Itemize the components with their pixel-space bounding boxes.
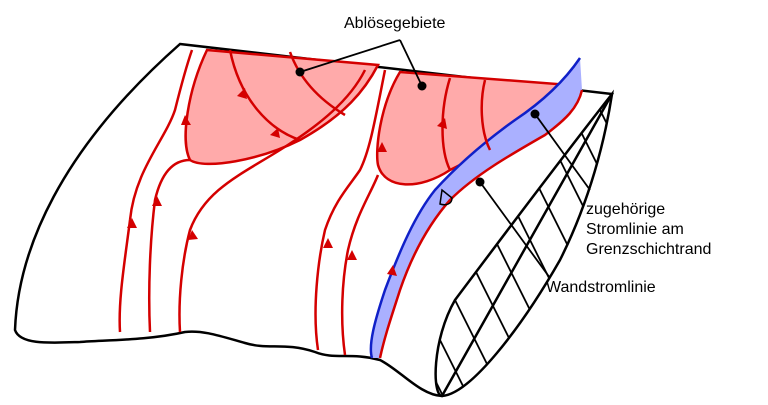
wall-streamline-4 [314,69,387,351]
leader-separation-left [299,39,401,73]
arrow-9 [377,142,387,152]
leader-dots [295,67,540,187]
angle-marker [439,188,453,206]
boundary-layer-band [370,58,582,358]
arrow-7 [323,238,333,248]
wall-streamline-1 [118,49,194,333]
dot-separation-right [417,81,427,91]
arrow-11 [387,265,397,276]
streamline-arrows [127,88,447,276]
arrow-3 [188,230,198,240]
wall-streamline-sep-left-2 [288,51,346,117]
leader-separation-right [399,39,423,87]
wall-streamlines [118,49,584,359]
wing-cross-section-outline [434,89,614,398]
label-separation-regions: Ablösegebiete [344,15,446,32]
boundary-layer-streamline [369,57,582,359]
arrow-1 [127,218,137,228]
wall-streamline-5 [340,174,380,356]
wall-streamline-3 [178,69,367,333]
dot-wall-streamline [475,177,485,187]
arrow-4 [181,115,191,125]
leader-boundary-streamline [534,113,591,191]
wall-streamline-sep-left-1 [228,49,301,142]
label-boundary-streamline-1: zugehörige [586,201,665,218]
wall-streamline-main [378,89,584,359]
wall-streamline-2 [147,158,191,333]
dot-boundary-streamline [530,109,540,119]
arrow-5 [237,88,247,99]
leader-wall-streamline [479,181,551,279]
arrow-8 [347,250,357,260]
label-boundary-streamline-3: Grenzschichtrand [586,241,711,258]
label-boundary-streamline-2: Stromlinie am [586,221,684,238]
wall-streamline-sep-right-2 [480,79,492,151]
arrow-10 [437,118,447,129]
arrow-6 [270,128,280,138]
leader-lines [299,39,591,279]
wall-streamline-sep-right-1 [441,77,452,171]
dot-separation-left [295,67,305,77]
label-wall-streamline: Wandstromlinie [546,279,656,296]
arrow-2 [152,196,162,206]
separation-region-left [184,48,380,166]
